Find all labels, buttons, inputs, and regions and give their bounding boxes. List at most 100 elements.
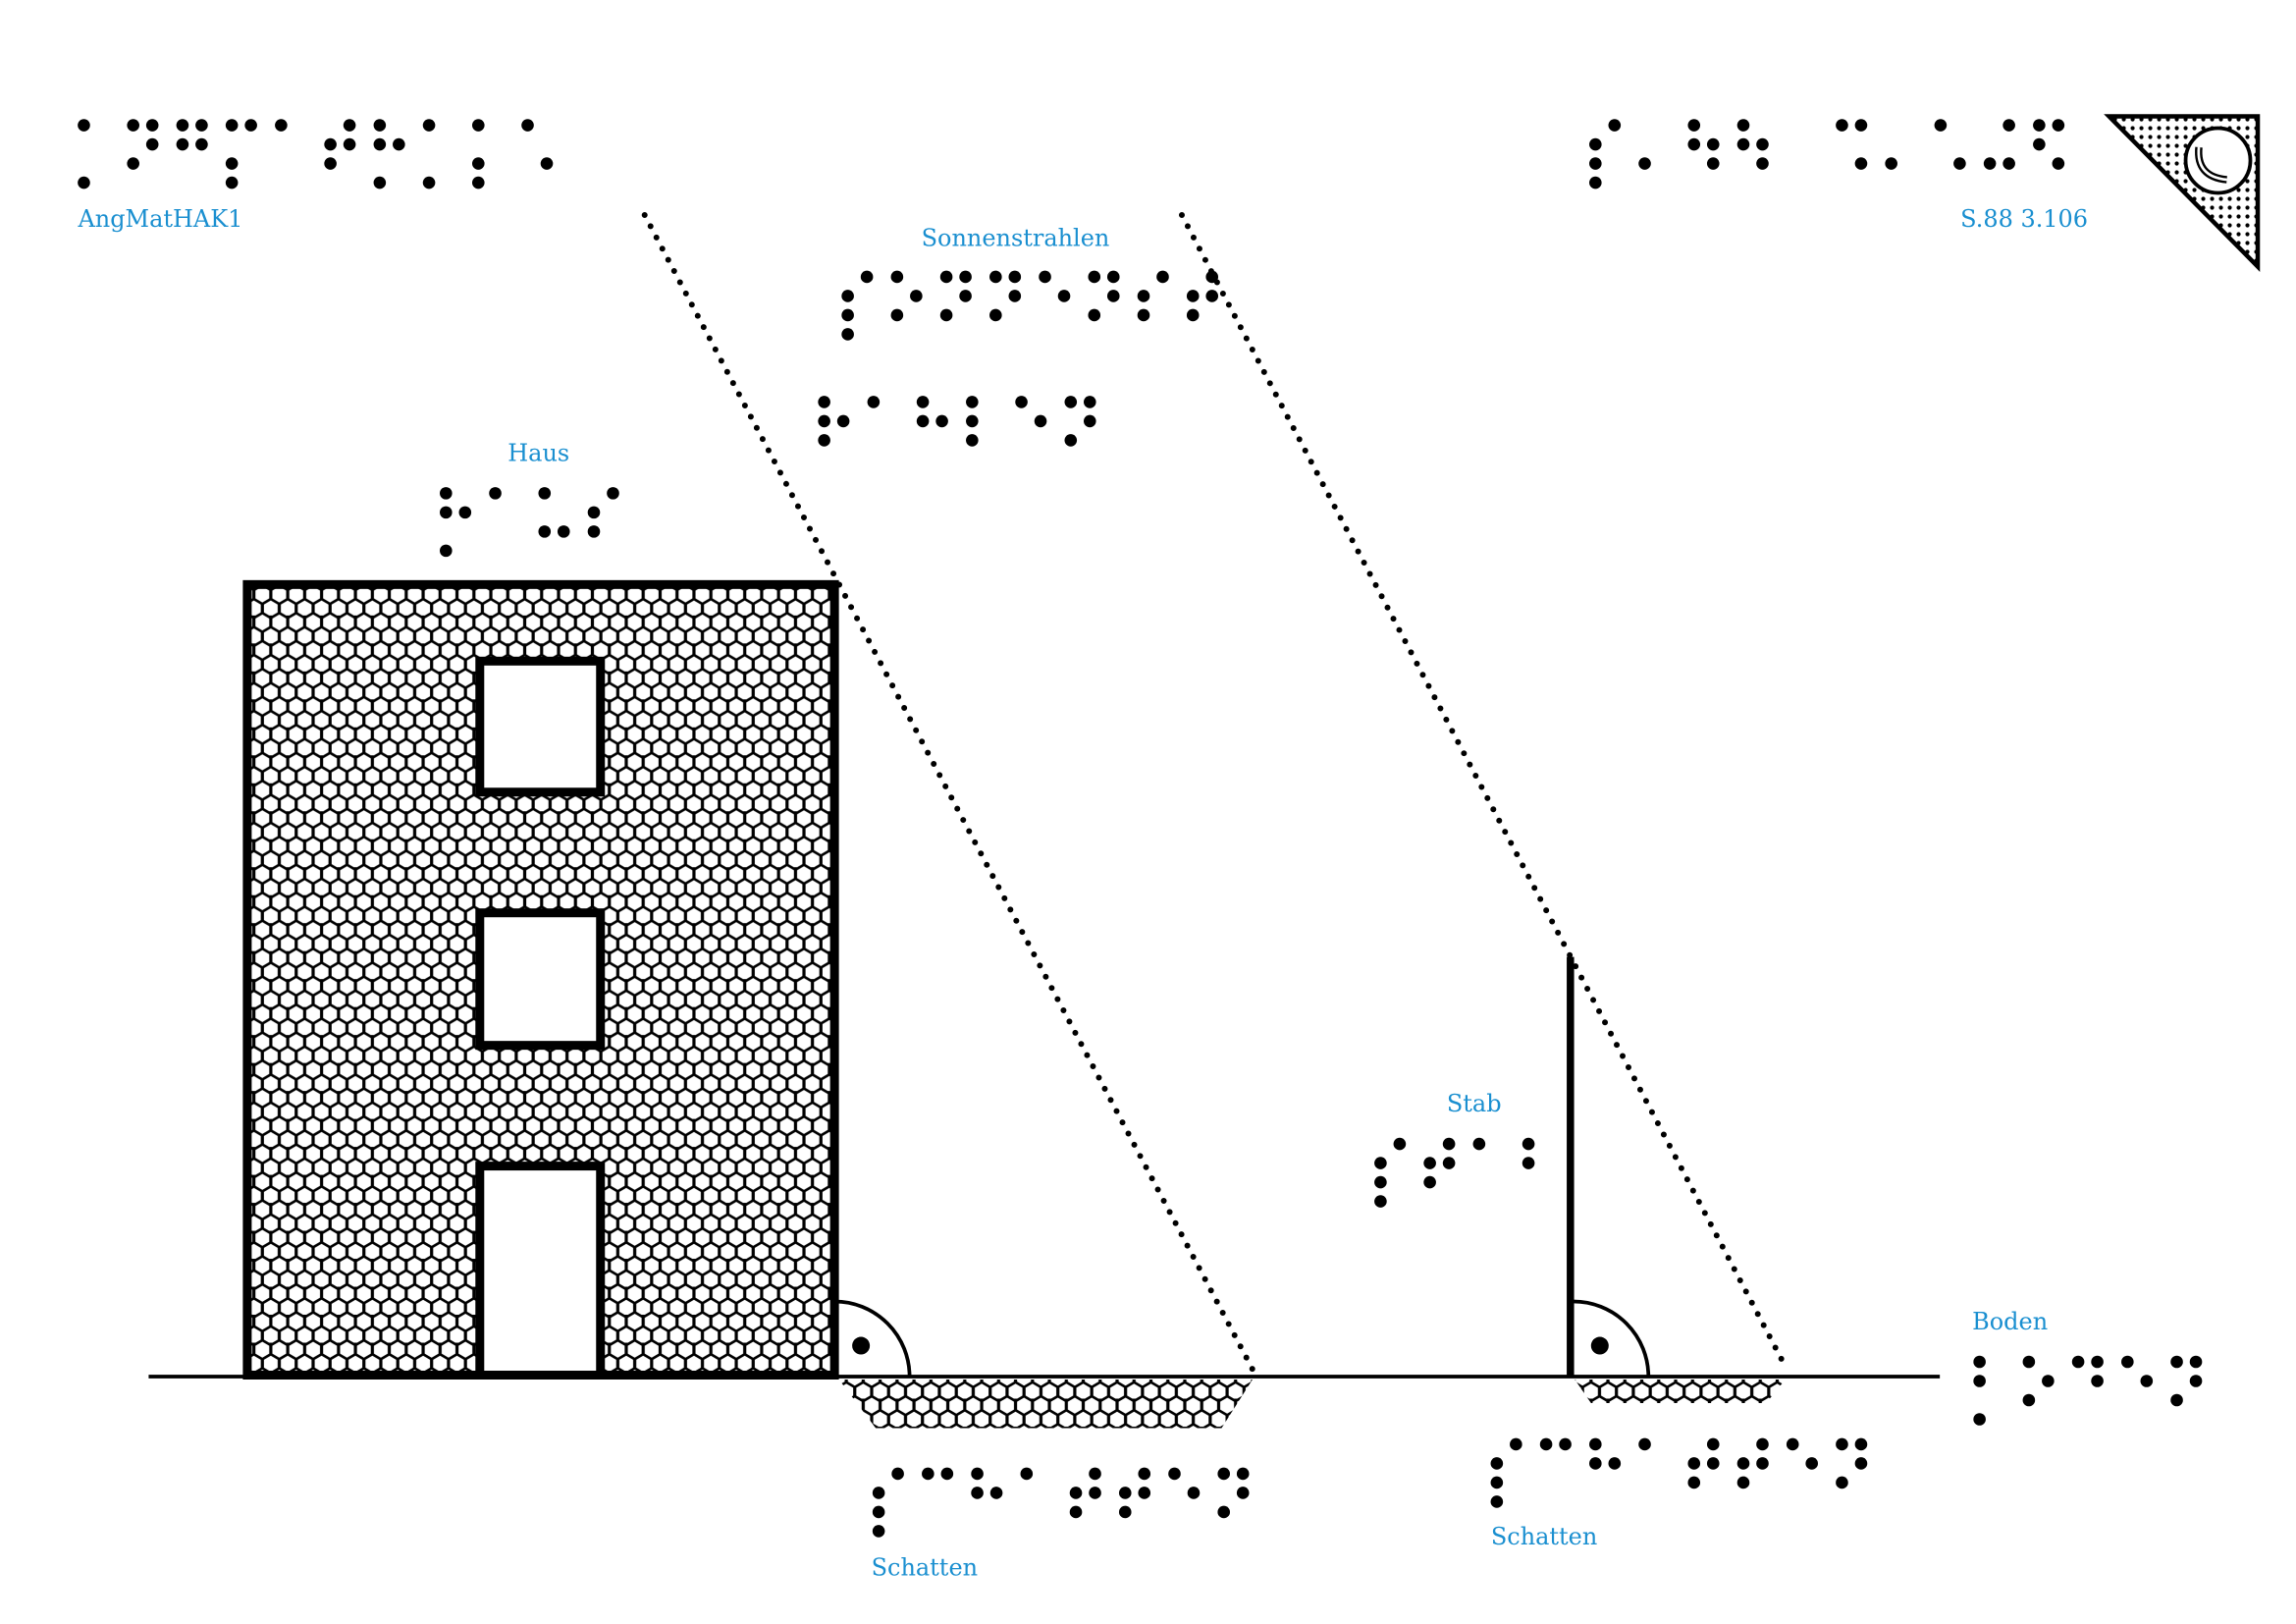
braille-dot <box>2189 1375 2203 1387</box>
braille-dot <box>1008 290 1022 302</box>
braille-dot <box>971 1467 984 1481</box>
braille-dot <box>818 396 830 408</box>
sun-ray-left <box>641 212 1255 1373</box>
braille-dot <box>940 1467 954 1481</box>
braille-dot <box>127 119 139 132</box>
braille-dot <box>244 119 257 132</box>
braille-sun-rays-line1 <box>841 270 1219 341</box>
braille-dot <box>1374 1175 1387 1189</box>
braille-dot <box>1706 1457 1720 1470</box>
braille-dot <box>1973 1413 1986 1426</box>
braille-dot <box>836 414 850 428</box>
braille-dot <box>1490 1495 1504 1508</box>
braille-dot <box>557 525 570 538</box>
braille-dot <box>1083 396 1096 408</box>
braille-dot <box>2052 119 2065 132</box>
braille-page-reference <box>1589 119 2065 189</box>
braille-dot <box>1118 1505 1132 1519</box>
braille-dot <box>1836 1476 1848 1489</box>
braille-dot <box>935 414 948 428</box>
braille-dot <box>145 119 159 132</box>
braille-dot <box>1885 157 1897 170</box>
braille-dot <box>1756 157 1769 170</box>
braille-dot <box>1589 1437 1602 1451</box>
braille-dot <box>471 157 485 170</box>
braille-dot <box>521 119 534 132</box>
braille-dot <box>1687 1476 1701 1489</box>
braille-dot <box>1057 290 1071 302</box>
braille-rod <box>1374 1137 1535 1208</box>
braille-dot <box>1608 1457 1622 1470</box>
braille-dot <box>939 270 953 284</box>
braille-dot <box>959 290 972 302</box>
braille-dot <box>1186 308 1200 322</box>
braille-dot <box>2022 1393 2036 1407</box>
braille-dot <box>1638 157 1651 170</box>
braille-dot <box>1706 137 1720 151</box>
braille-dot <box>393 137 405 151</box>
page-reference-label: S.88 3.106 <box>1960 205 2088 233</box>
braille-dot <box>176 119 189 132</box>
braille-dot <box>127 157 139 170</box>
braille-dot <box>841 290 854 302</box>
braille-dot <box>1217 1505 1231 1519</box>
braille-dot <box>1138 1487 1151 1499</box>
braille-dot <box>989 270 1002 284</box>
braille-dot <box>2091 1375 2104 1387</box>
braille-dot <box>1983 157 1997 170</box>
braille-dot <box>1559 1437 1572 1451</box>
braille-dot <box>1069 1487 1083 1499</box>
braille-dot <box>373 176 387 189</box>
braille-dot <box>538 487 552 500</box>
braille-dot <box>1089 1467 1101 1481</box>
braille-dot <box>373 119 387 132</box>
braille-dot <box>818 414 830 428</box>
braille-dot <box>1205 270 1219 284</box>
braille-dot <box>2170 1393 2183 1407</box>
braille-dot <box>471 176 485 189</box>
braille-dot <box>1374 1195 1387 1208</box>
braille-dot <box>2189 1355 2203 1369</box>
braille-dot <box>1490 1457 1504 1470</box>
braille-dot <box>2052 157 2065 170</box>
braille-dot <box>195 137 208 151</box>
braille-dot <box>1064 396 1078 408</box>
right-angle-house <box>834 1299 912 1378</box>
braille-dot <box>1706 157 1720 170</box>
braille-dot <box>1217 1467 1231 1481</box>
braille-dot <box>225 157 239 170</box>
braille-dot <box>1854 119 1868 132</box>
braille-dot <box>1736 1457 1750 1470</box>
braille-dot <box>1756 1437 1769 1451</box>
braille-dot <box>1490 1476 1504 1489</box>
braille-dot <box>1638 1437 1651 1451</box>
braille-dot <box>966 434 979 447</box>
shadow-rod-label: Schatten <box>1491 1523 1597 1550</box>
braille-dot <box>1039 270 1051 284</box>
braille-dot <box>841 308 854 322</box>
braille-dot <box>841 328 854 341</box>
braille-dot <box>1934 119 1948 132</box>
braille-dot <box>891 1467 904 1481</box>
braille-dot <box>971 1487 984 1499</box>
braille-dot <box>145 137 159 151</box>
braille-dot <box>1088 270 1101 284</box>
braille-dot <box>1118 1487 1132 1499</box>
braille-dot <box>422 176 436 189</box>
braille-dot <box>922 1467 934 1481</box>
braille-dot <box>939 308 953 322</box>
house-window-upper <box>475 656 606 797</box>
braille-dot <box>2121 1355 2134 1369</box>
braille-dot <box>2091 1355 2104 1369</box>
braille-dot <box>78 176 90 189</box>
braille-dot <box>1589 176 1602 189</box>
braille-dot <box>2042 1375 2055 1387</box>
house-window-lower <box>475 908 606 1051</box>
braille-dot <box>872 1525 885 1538</box>
braille-dot <box>607 487 619 500</box>
braille-dot <box>587 525 601 538</box>
braille-dot <box>1786 1437 1799 1451</box>
house <box>242 579 839 1380</box>
right-angle-dot-rod <box>1590 1336 1609 1355</box>
braille-dot <box>458 506 472 519</box>
